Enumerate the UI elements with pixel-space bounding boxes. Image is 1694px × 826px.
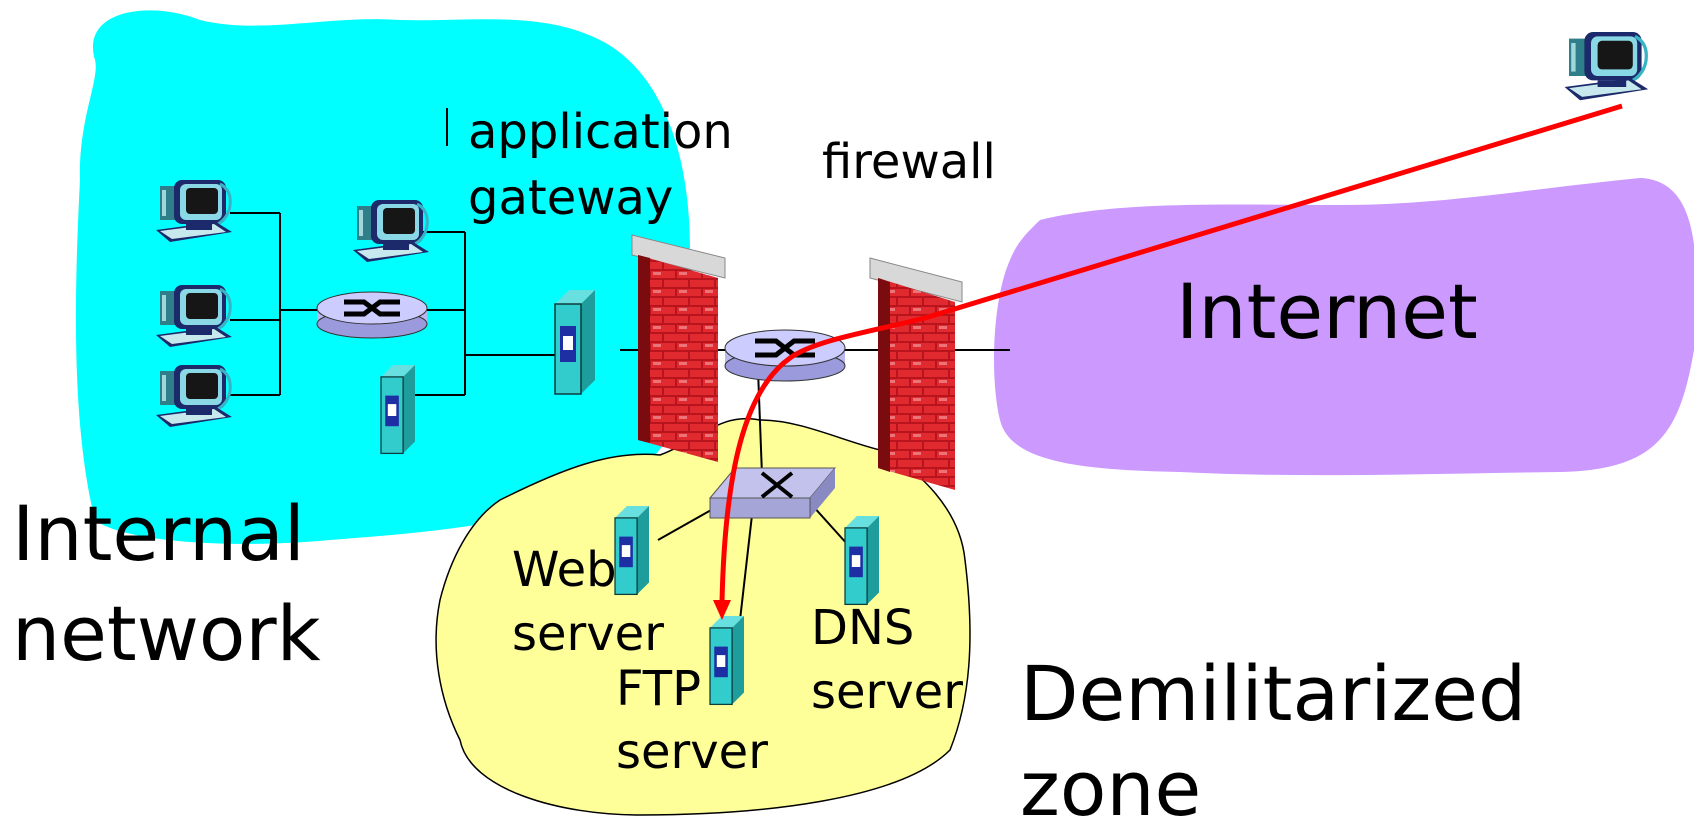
firewall-router-icon: [724, 329, 846, 382]
web-server-label: Web server: [512, 542, 664, 662]
dmz-cloud: [435, 417, 971, 816]
internet-label: Internet: [1176, 267, 1478, 356]
computer-icon: [154, 283, 234, 349]
server-icon: [554, 289, 596, 395]
computer-icon: [154, 363, 234, 429]
router-icon: [316, 291, 428, 339]
traffic-path-arrow: [713, 103, 1623, 620]
dns-server-icon: [844, 515, 880, 606]
internal-network-label: Internal network: [12, 489, 329, 678]
internal-network-cloud: [75, 10, 695, 544]
switch-icon: [708, 467, 837, 519]
server-icon: [380, 364, 416, 455]
remote-computer-icon: [1562, 30, 1650, 102]
application-gateway-label: application gateway: [468, 104, 748, 226]
firewall-wall-right-icon: [869, 257, 963, 490]
internet-cloud: [994, 178, 1694, 476]
dns-server-label: DNS server: [811, 600, 963, 720]
computer-icon: [351, 198, 431, 264]
firewall-wall-left-icon: [631, 234, 726, 462]
dmz-label: Demilitarized zone: [1020, 649, 1550, 826]
ftp-server-label: FTP server: [616, 661, 768, 780]
computer-icon: [154, 178, 234, 244]
firewall-label: firewall: [822, 134, 996, 190]
